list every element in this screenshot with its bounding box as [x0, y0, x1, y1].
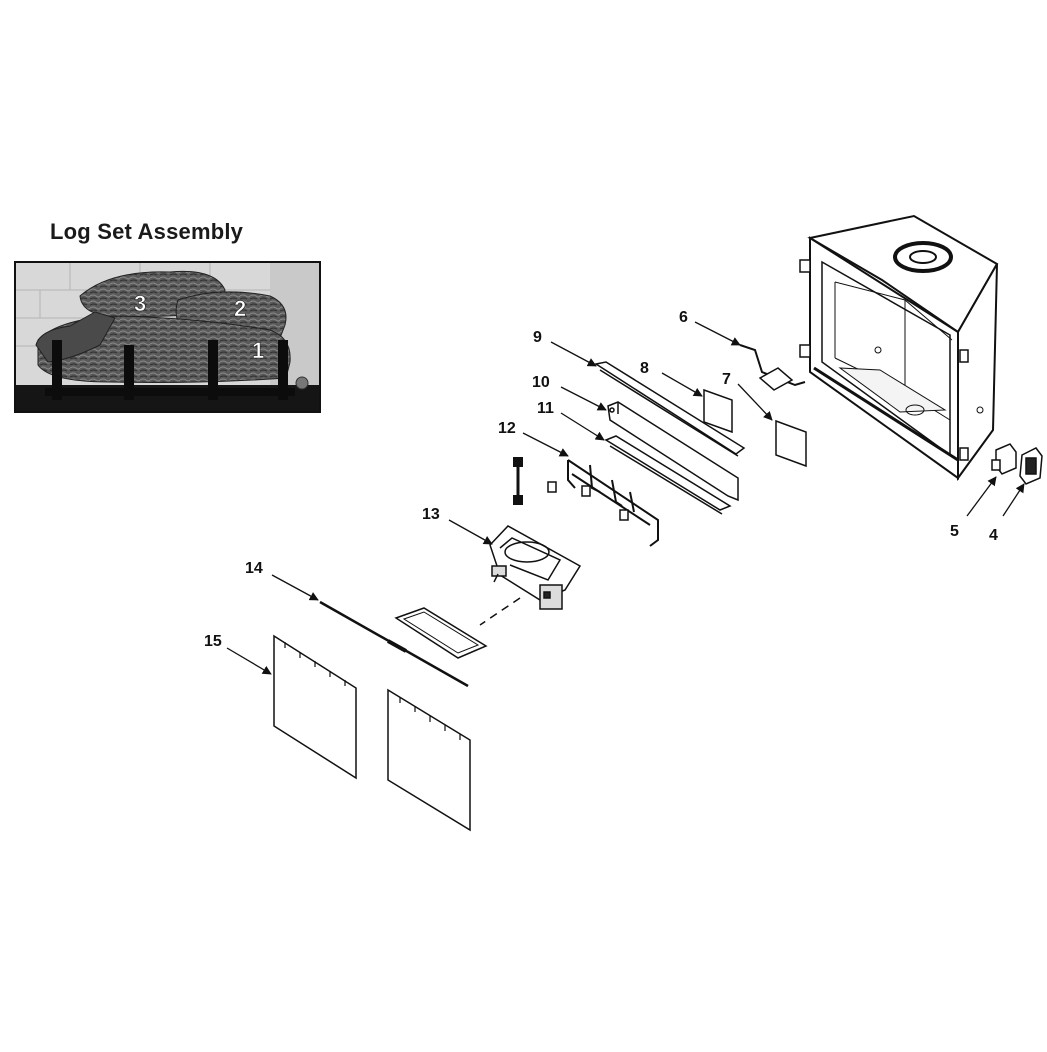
grate: [45, 340, 295, 400]
callout-10: 10: [532, 374, 550, 391]
part-5-switch-bracket: [991, 443, 1017, 475]
callout-11: 11: [537, 400, 554, 417]
callout-5: 5: [950, 523, 959, 540]
log-label-2: 2: [234, 296, 246, 321]
callout-7: 7: [722, 371, 731, 388]
firebox-unit: [799, 214, 999, 482]
part-13-burner-assembly: [479, 525, 582, 626]
callout-labels: 4 5 6 7 8 9 10 11 12 13 14 15: [204, 309, 998, 650]
callout-13: 13: [422, 506, 440, 523]
part-15-screens: [273, 634, 471, 832]
part-6-bracket: [739, 344, 806, 391]
log-set-photo: 1 2 3: [14, 261, 321, 413]
log-set-assembly-title: Log Set Assembly: [50, 219, 244, 244]
log-label-1: 1: [252, 338, 264, 363]
callout-6: 6: [679, 309, 688, 326]
part-14-tray: [394, 607, 488, 659]
callout-arrows: [226, 321, 1025, 675]
part-11-strip: [604, 435, 732, 515]
callout-9: 9: [533, 329, 542, 346]
part-4-receptacle: [1019, 447, 1043, 485]
callout-8: 8: [640, 360, 649, 377]
callout-12: 12: [498, 420, 516, 437]
callout-14: 14: [245, 560, 263, 577]
callout-15: 15: [204, 633, 222, 650]
part-12-grate: [513, 457, 659, 547]
part-10-channel: [607, 401, 739, 502]
part-14-rod: [319, 600, 469, 688]
part-9-rail: [594, 361, 746, 457]
part-8-panel: [703, 388, 733, 434]
log-label-3: 3: [134, 291, 146, 316]
callout-4: 4: [989, 527, 998, 544]
part-7-panel: [775, 419, 807, 468]
